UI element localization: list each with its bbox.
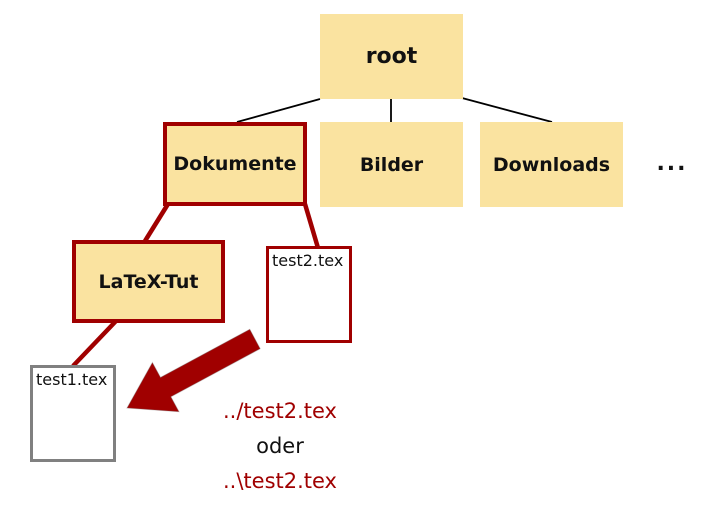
edge-root-dokumente — [236, 98, 321, 123]
node-bilder: Bilder — [320, 122, 463, 207]
node-root-label: root — [365, 44, 418, 69]
edge-dokumente-test2 — [302, 203, 321, 249]
relative-path-unix: ../test2.tex — [222, 399, 337, 423]
node-dokumente: Dokumente — [163, 122, 307, 206]
relative-path-windows: ..\test2.tex — [222, 469, 337, 493]
node-downloads-label: Downloads — [492, 153, 611, 176]
node-latex-tut-label: LaTeX-Tut — [98, 270, 199, 293]
test1-filename-label: test1.tex — [36, 370, 108, 389]
node-test2-file: test2.tex — [266, 246, 352, 343]
or-word-label: oder — [256, 434, 304, 458]
edge-latextut-test1 — [71, 319, 118, 368]
edge-root-downloads — [461, 97, 553, 123]
test2-filename-label: test2.tex — [272, 251, 344, 270]
node-downloads: Downloads — [480, 122, 623, 207]
node-test1-file: test1.tex — [30, 365, 116, 462]
relative-path-annotation: ../test2.tex oder ..\test2.tex — [199, 394, 361, 499]
node-latex-tut: LaTeX-Tut — [72, 240, 225, 323]
node-root: root — [320, 14, 463, 99]
relative-path-arrow-icon — [126, 328, 261, 413]
edge-dokumente-latextut — [143, 202, 170, 243]
more-folders-ellipsis: ... — [656, 151, 688, 176]
node-bilder-label: Bilder — [359, 153, 424, 176]
node-dokumente-label: Dokumente — [173, 153, 297, 175]
